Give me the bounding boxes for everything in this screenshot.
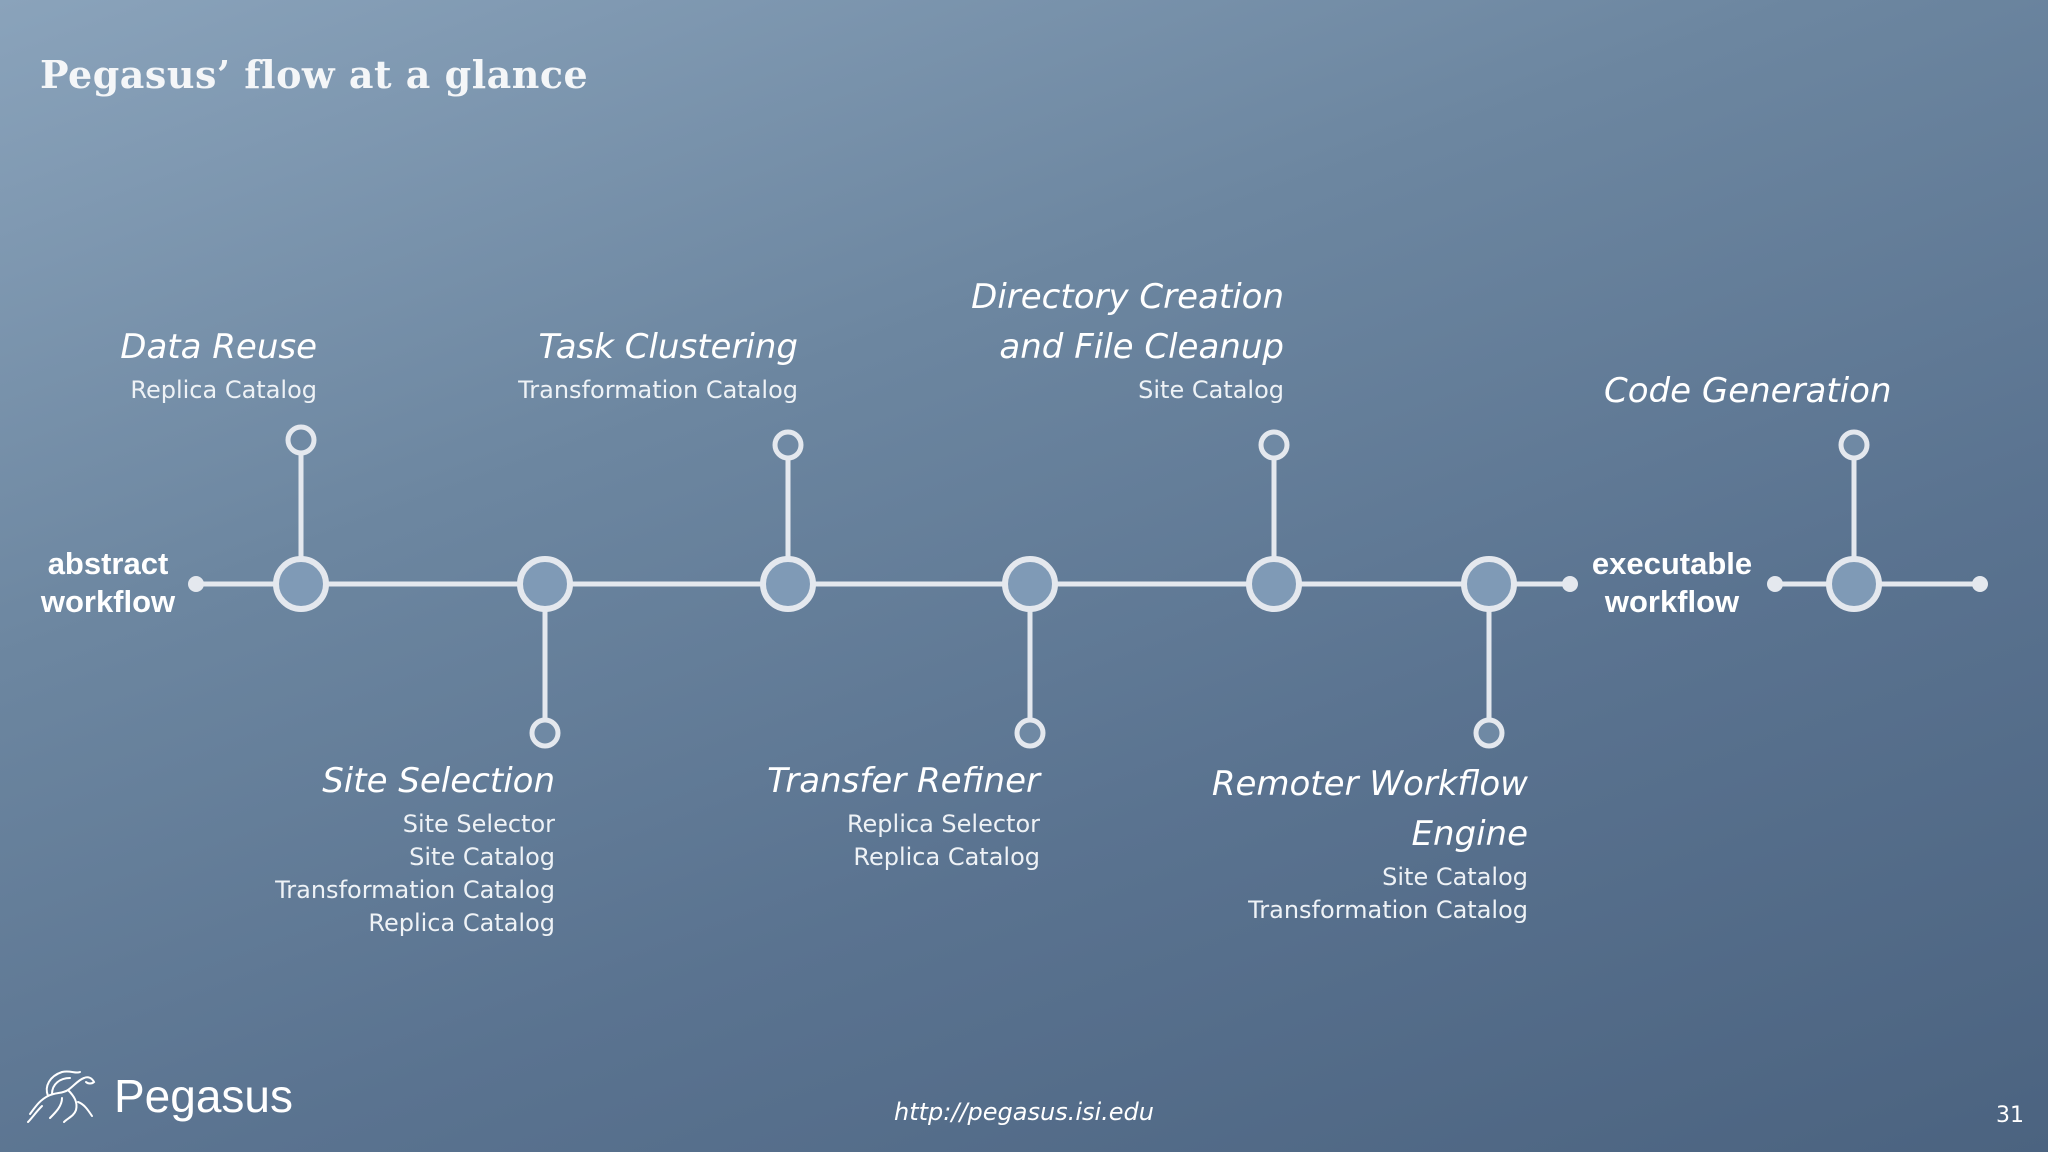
step-title: Site Selection — [322, 761, 555, 801]
step-title-line2: and File Cleanup — [999, 327, 1284, 367]
stem-cap-task-clustering — [772, 429, 804, 461]
stem-cap-data-reuse — [285, 424, 317, 456]
step-code-generation: Code Generation — [1604, 368, 2024, 418]
stem-cap-code-generation — [1838, 429, 1870, 461]
stem-cap-transfer-refiner — [1014, 717, 1046, 749]
pegasus-logo: Pegasus — [22, 1066, 293, 1126]
executable-workflow-line2: workflow — [1604, 584, 1740, 619]
step-data-reuse: Data Reuse Replica Catalog — [0, 324, 317, 407]
footer-url-link[interactable]: http://pegasus.isi.edu — [894, 1098, 1154, 1126]
abstract-workflow-label: abstract workflow — [18, 545, 198, 621]
step-directory-creation: Directory Creation and File Cleanup Site… — [864, 274, 1284, 407]
tail-end-dot — [1972, 576, 1988, 592]
logo-text: Pegasus — [114, 1070, 294, 1122]
tail-start-dot — [1767, 576, 1783, 592]
catalog-item: Replica Catalog — [130, 376, 317, 404]
catalog-item: Replica Catalog — [368, 909, 555, 937]
executable-workflow-label: executable workflow — [1582, 545, 1762, 621]
node-transfer-refiner — [1002, 556, 1058, 612]
pegasus-horse-icon — [27, 1070, 96, 1123]
catalog-item: Transformation Catalog — [518, 376, 798, 404]
catalog-item: Site Catalog — [1138, 376, 1284, 404]
step-site-selection: Site Selection Site Selector Site Catalo… — [135, 758, 555, 940]
stem-cap-remote-engine — [1473, 717, 1505, 749]
step-title: Task Clustering — [538, 327, 799, 367]
step-title: Transfer Refiner — [767, 761, 1040, 801]
end-dot — [1562, 576, 1578, 592]
slide-title: Pegasus’ flow at a glance — [40, 52, 589, 97]
catalog-item: Replica Selector — [846, 810, 1040, 838]
catalog-item: Site Catalog — [1382, 863, 1528, 891]
step-task-clustering: Task Clustering Transformation Catalog — [378, 324, 798, 407]
catalog-item: Transformation Catalog — [1248, 896, 1528, 924]
catalog-item: Site Selector — [402, 810, 555, 838]
node-site-selection — [517, 556, 573, 612]
node-remote-engine — [1461, 556, 1517, 612]
node-directory-creation — [1246, 556, 1302, 612]
step-remote-engine: Remoter Workflow Engine Site Catalog Tra… — [1108, 761, 1528, 927]
node-task-clustering — [760, 556, 816, 612]
page-number: 31 — [1996, 1103, 2024, 1128]
node-code-generation — [1826, 556, 1882, 612]
abstract-workflow-line2: workflow — [40, 584, 176, 619]
stem-cap-directory-creation — [1258, 429, 1290, 461]
catalog-item: Transformation Catalog — [275, 876, 555, 904]
step-title: Data Reuse — [120, 327, 317, 367]
step-title: Remoter Workflow — [1211, 764, 1528, 804]
catalog-item: Replica Catalog — [853, 843, 1040, 871]
step-title: Directory Creation — [971, 277, 1284, 317]
catalog-item: Site Catalog — [409, 843, 555, 871]
step-title-line2: Engine — [1411, 814, 1528, 854]
abstract-workflow-line1: abstract — [47, 546, 169, 581]
stem-cap-site-selection — [529, 717, 561, 749]
executable-workflow-line1: executable — [1591, 546, 1753, 581]
step-title: Code Generation — [1604, 371, 1892, 411]
start-dot — [188, 576, 204, 592]
step-transfer-refiner: Transfer Refiner Replica Selector Replic… — [620, 758, 1040, 874]
node-data-reuse — [273, 556, 329, 612]
